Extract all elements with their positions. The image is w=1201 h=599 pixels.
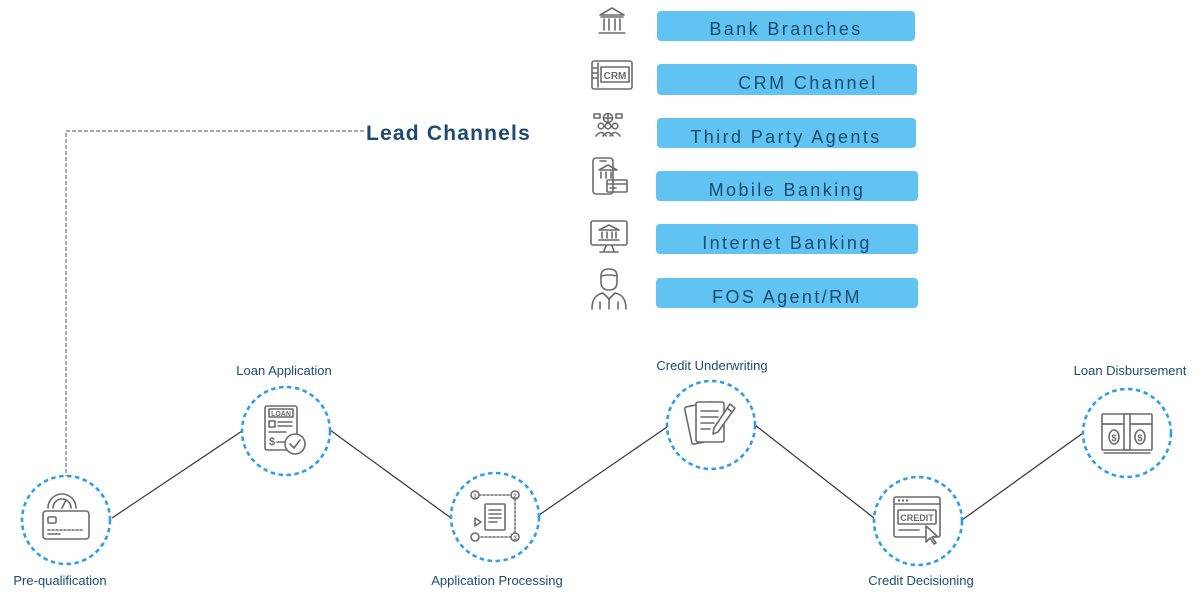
credit-icon-text: CREDIT — [900, 513, 934, 523]
loan-icon-text: LOAN — [271, 411, 291, 418]
lead-channel-list: Bank Branches CRM Channel Third Party Ag… — [656, 11, 918, 308]
documents-pen-icon — [683, 401, 736, 445]
stage-connectors — [111, 424, 1084, 521]
loan-form-icon: LOAN $ — [264, 405, 306, 455]
credit-browser-icon: CREDIT — [893, 496, 941, 545]
channel-label: Internet Banking — [702, 233, 872, 253]
svg-text:$: $ — [1111, 433, 1116, 443]
svg-text:3: 3 — [513, 536, 517, 542]
crm-icon: CRM — [591, 60, 633, 90]
stage-label: Loan Application — [236, 363, 331, 378]
stage-loan-disbursement[interactable]: $ $ Loan Disbursement — [1074, 363, 1187, 479]
channel-label: Third Party Agents — [690, 127, 881, 147]
channel-label: FOS Agent/RM — [712, 287, 862, 307]
channel-fos-agent[interactable]: FOS Agent/RM — [656, 278, 918, 308]
channel-label: Mobile Banking — [709, 180, 866, 200]
lead-channels-title: Lead Channels — [366, 122, 531, 145]
svg-text:2: 2 — [513, 494, 517, 500]
channel-bank-branches[interactable]: Bank Branches — [657, 11, 915, 41]
channel-third-party-agents[interactable]: Third Party Agents — [657, 118, 916, 148]
credit-score-card-icon — [42, 493, 90, 540]
agents-network-icon — [593, 112, 623, 137]
stage-label: Credit Underwriting — [656, 358, 767, 373]
stage-credit-decisioning[interactable]: CREDIT Credit Decisioning — [868, 475, 974, 588]
channel-mobile-banking[interactable]: Mobile Banking — [656, 171, 918, 201]
computer-bank-icon — [590, 220, 628, 253]
stage-loan-application[interactable]: LOAN $ Loan Application — [236, 363, 332, 477]
money-stack-icon: $ $ — [1101, 413, 1153, 454]
bank-icon — [598, 7, 626, 34]
channel-label: CRM Channel — [738, 73, 877, 93]
stage-label: Credit Decisioning — [868, 573, 974, 588]
channel-internet-banking[interactable]: Internet Banking — [656, 224, 918, 254]
svg-text:$: $ — [269, 436, 275, 448]
svg-text:1: 1 — [473, 494, 477, 500]
agent-person-icon — [591, 268, 627, 310]
lead-connector — [65, 130, 364, 476]
stage-label: Loan Disbursement — [1074, 363, 1187, 378]
stage-label: Application Processing — [431, 573, 563, 588]
stage-application-processing[interactable]: 1 2 3 Application Processing — [431, 471, 563, 588]
stage-label: Pre-qualification — [13, 573, 106, 588]
workflow-document-icon: 1 2 3 — [470, 490, 520, 542]
svg-text:$: $ — [1137, 433, 1142, 443]
stage-pre-qualification[interactable]: Pre-qualification — [13, 474, 112, 588]
channel-label: Bank Branches — [709, 19, 862, 39]
stage-credit-underwriting[interactable]: Credit Underwriting — [656, 358, 768, 471]
channel-crm[interactable]: CRM Channel — [657, 64, 917, 95]
mobile-bank-icon — [592, 157, 628, 195]
svg-text:CRM: CRM — [604, 71, 627, 82]
